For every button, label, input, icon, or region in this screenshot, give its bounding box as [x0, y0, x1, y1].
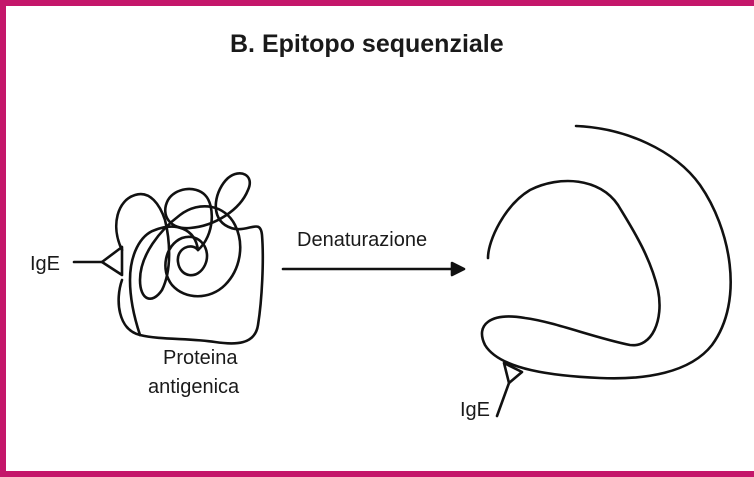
denaturation-label: Denaturazione — [297, 228, 427, 252]
protein-label-line2: antigenica — [148, 375, 239, 399]
ige-label-right: IgE — [460, 398, 490, 422]
denaturation-arrow — [283, 263, 464, 275]
folded-protein — [116, 173, 263, 343]
ige-antibody-right — [497, 363, 522, 416]
protein-label-line1: Proteina — [163, 346, 238, 370]
ige-label-left: IgE — [30, 252, 60, 276]
denatured-protein — [482, 126, 731, 378]
ige-antibody-left — [74, 247, 122, 275]
